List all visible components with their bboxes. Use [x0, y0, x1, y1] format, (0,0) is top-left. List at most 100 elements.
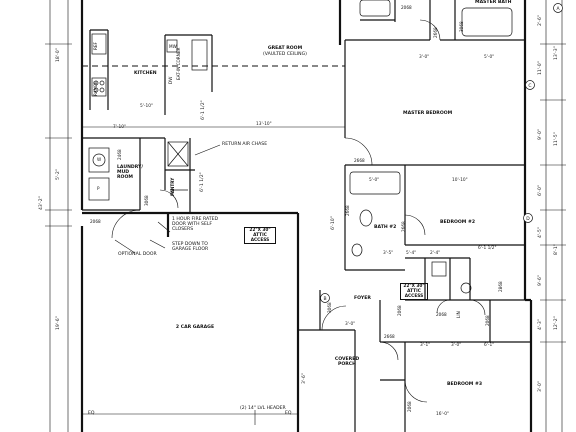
- door-tag-bedroom2: 2668: [401, 221, 406, 232]
- door-tag-master-closet: 2068: [401, 5, 412, 10]
- dim-bedroom2-width: 10'-10": [452, 178, 468, 183]
- tub-bath2: [349, 171, 401, 195]
- fixture-microwave: MW: [169, 44, 177, 49]
- room-great-room-note: (VAULTED CEILING): [263, 52, 307, 57]
- room-covered-porch: COVERED PORCH: [334, 357, 360, 367]
- door-tag-coats: 2668: [384, 334, 395, 339]
- room-kitchen: KITCHEN: [134, 71, 157, 76]
- dim-kitchen: 5'-10": [140, 104, 153, 109]
- room-master-bedroom: MASTER BEDROOM: [403, 111, 453, 116]
- marker-d: D: [526, 216, 530, 222]
- range: [91, 77, 107, 97]
- attic-access-word-2: ACCESS: [404, 294, 424, 299]
- dim-hall-a: 3'-5": [383, 251, 394, 256]
- dim-left-top: 18'-0": [56, 48, 61, 62]
- door-tag-bath2: 2668: [345, 205, 350, 216]
- dryer: [88, 177, 110, 201]
- door-tag-foyer-closet: 2068: [397, 305, 402, 316]
- toilet: [359, 209, 373, 227]
- washer-box: [88, 147, 110, 173]
- dim-right-e: 4'-5": [538, 227, 543, 238]
- door-tag-master-bath: 2668: [433, 27, 438, 38]
- refrigerator: [91, 33, 107, 55]
- attic-access-hall: 22"X 30" ATTIC ACCESS: [400, 283, 428, 300]
- room-pantry: PANTRY: [170, 177, 175, 196]
- attic-access-word-1: ACCESS: [250, 238, 270, 243]
- door-tag-master-tub: 3068: [459, 21, 464, 32]
- dim-right-d: 6'-0": [538, 185, 543, 196]
- note-fire-door-3: CLOSERS: [172, 227, 194, 232]
- dim-hall-vertical: 6'-10": [331, 216, 336, 230]
- room-garage: 2 CAR GARAGE: [175, 325, 215, 330]
- dim-left-overall: 43'-2": [39, 196, 44, 210]
- note-step-down-2: GARAGE FLOOR: [172, 247, 209, 252]
- pantry-corner: [191, 39, 208, 71]
- marker-a: A: [556, 6, 560, 12]
- fixture-range: RANGE: [93, 81, 98, 96]
- fixture-linen: LIN: [456, 311, 461, 318]
- exterior-walls: [80, 0, 533, 432]
- fixture-eat-in-corner: EAT-IN CORNER: [176, 47, 181, 80]
- sink: [351, 243, 363, 257]
- washer: [92, 153, 106, 167]
- section-markers: [320, 3, 563, 303]
- dim-kitchen-b: 7'-10": [113, 125, 126, 130]
- door-tag-front-door: 3068: [327, 302, 332, 313]
- note-fire-door-2: DOOR WITH SELF: [172, 222, 213, 227]
- dim-right-f: 9'-6": [538, 275, 543, 286]
- room-bath-2: BATH #2: [374, 225, 397, 230]
- dim-right-l: 12'-2": [554, 316, 559, 330]
- dim-hall-d: 3'-1": [420, 343, 431, 348]
- water-heater: [460, 282, 472, 294]
- fixture-dryer: P: [97, 186, 100, 191]
- door-tag-optional: 2068: [90, 219, 101, 224]
- fixture-refrigerator: REF: [93, 42, 98, 50]
- dim-right-i: 13'-3": [554, 46, 559, 60]
- attic-size-1: 22"X 30": [249, 228, 271, 233]
- dim-hall-c: 2'-4": [430, 251, 441, 256]
- dim-porch-a: 3'-0": [345, 322, 356, 327]
- room-laundry: LAUNDRY/ MUD ROOM: [117, 165, 144, 180]
- door-tag-master-bedroom: 2668: [354, 158, 365, 163]
- master-shower: [359, 0, 391, 17]
- fixture-dishwasher: DW: [168, 76, 173, 84]
- door-tag-garage-entry: 3068: [144, 195, 149, 206]
- door-swings: [111, 19, 486, 403]
- dim-garage-door-width: 16'-0": [436, 412, 449, 417]
- eq-right: EQ: [285, 411, 292, 416]
- return-air-box: [167, 141, 189, 167]
- room-great-room: GREAT ROOM: [267, 46, 303, 51]
- dim-right-k: 8'-1": [554, 244, 559, 255]
- dim-great-room-width: 13'-10": [256, 122, 272, 127]
- dim-laundry-vertical: 6'-1 1/2": [200, 172, 205, 192]
- door-tag-laundry: 2468: [117, 149, 122, 160]
- dim-kitchen-vertical: 6'-1 1/2": [201, 100, 206, 120]
- microwave: [166, 39, 178, 53]
- attic-word-2: ATTIC: [407, 289, 421, 294]
- note-return-air: RETURN AIR CHASE: [222, 142, 268, 147]
- dim-right-c: 9'-0": [538, 129, 543, 140]
- note-fire-door-1: 1 HOUR FIRE RATED: [172, 217, 219, 222]
- dim-mb-closet-b: 5'-0": [484, 55, 495, 60]
- dim-left-bottom: 19'-6": [56, 316, 61, 330]
- dim-right-b: 11'-0": [538, 61, 543, 75]
- door-tag-hall: 2068: [436, 312, 447, 317]
- dim-mb-closet-a: 3'-0": [419, 55, 430, 60]
- room-bedroom-3: BEDROOM #3: [447, 382, 483, 387]
- room-foyer: FOYER: [354, 296, 371, 301]
- dim-hall-b: 5'-4": [406, 251, 417, 256]
- dimension-lines: [45, 0, 566, 432]
- master-tub: [461, 7, 513, 37]
- dim-porch-b: 3'-0": [451, 343, 462, 348]
- marker-c: C: [528, 83, 531, 89]
- room-master-bath: MASTER BATH: [475, 0, 512, 5]
- note-optional-door: OPTIONAL DOOR: [118, 252, 157, 257]
- attic-word-1: ATTIC: [253, 233, 267, 238]
- room-bedroom-2: BEDROOM #2: [440, 220, 476, 225]
- dim-right-a: 2'-6": [538, 15, 543, 26]
- dim-porch-vertical: 3'-6": [302, 373, 307, 384]
- fixture-washer: W: [97, 157, 102, 162]
- eq-left: EQ: [88, 411, 95, 416]
- marker-b: B: [323, 296, 326, 302]
